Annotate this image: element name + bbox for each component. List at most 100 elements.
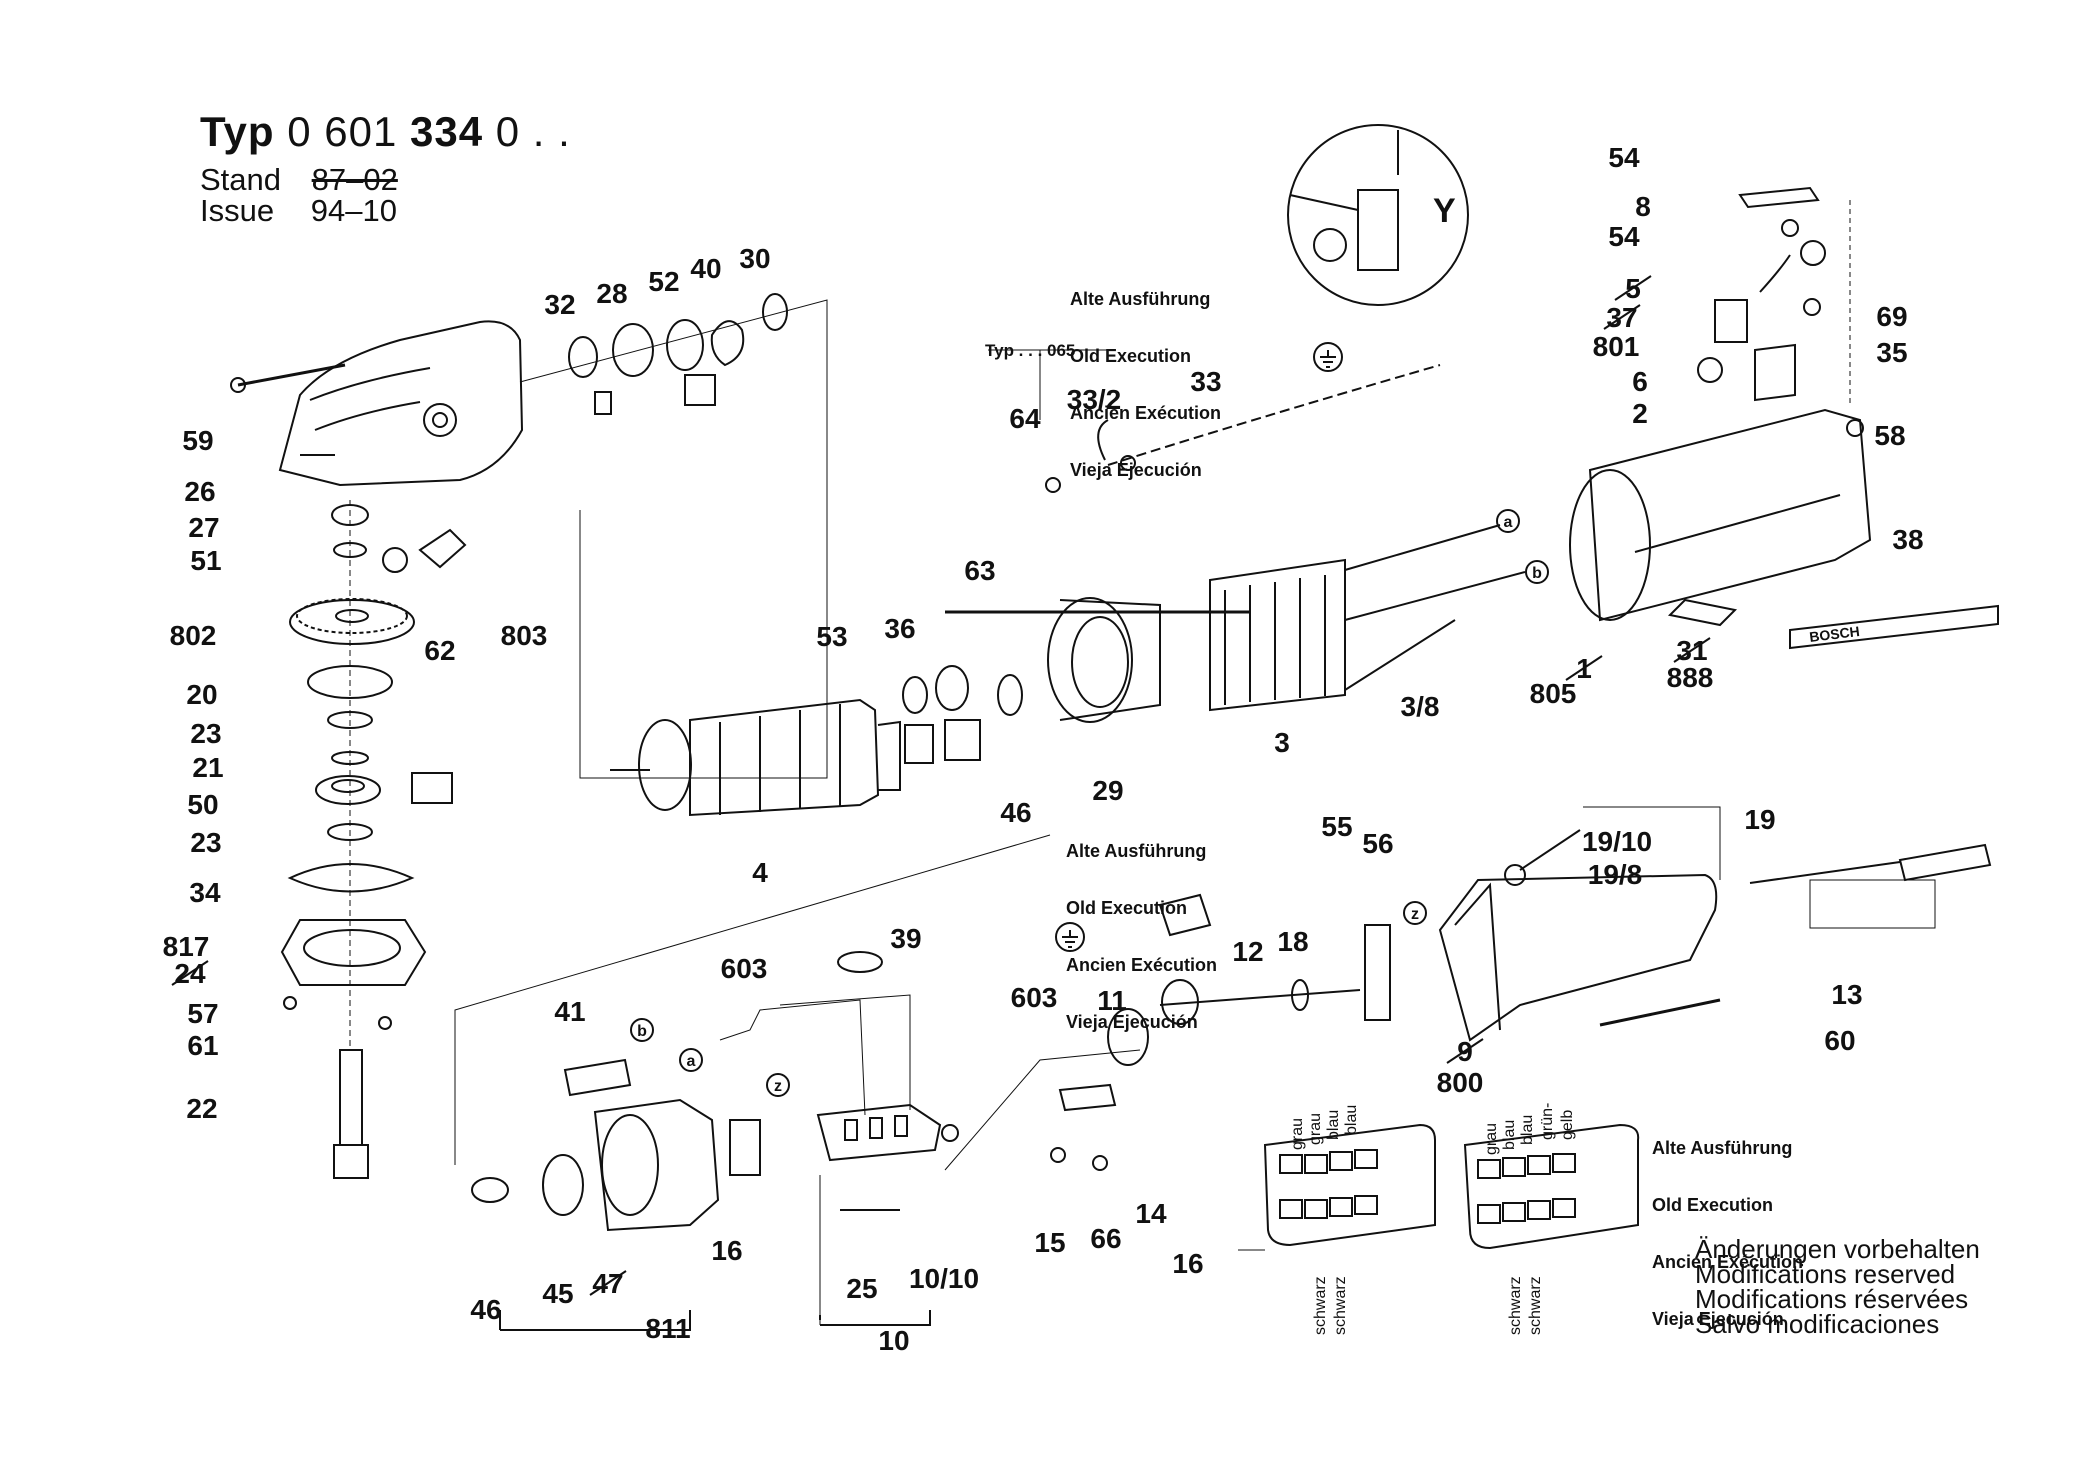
part-callout-811: 811: [645, 1313, 690, 1344]
part-callout-32: 32: [544, 289, 575, 320]
note-line: Alte Ausführung: [1066, 841, 1207, 861]
wire-label: schwarz: [1332, 1276, 1349, 1335]
part-callout-b: b: [1532, 565, 1542, 582]
part-callout-a: a: [687, 1053, 696, 1070]
gasket-34: [287, 863, 415, 893]
part-callout-64: 64: [1009, 403, 1041, 434]
part-callout-58: 58: [1874, 420, 1905, 451]
mods-line: Salvo modificaciones: [1695, 1309, 1940, 1339]
old-execution-note-top: Alte Ausführung Old Execution Ancien Exé…: [1070, 252, 1221, 518]
wire-label: grün-: [1539, 1103, 1556, 1140]
wire-label: blau: [1519, 1115, 1536, 1145]
part-callout-23: 23: [190, 827, 221, 858]
plate-41: [563, 1058, 632, 1097]
part-callout-55: 55: [1321, 811, 1352, 842]
screw-61: [378, 1016, 392, 1030]
brand-plate-text: BOSCH: [1808, 623, 1860, 645]
bearing-32: [568, 336, 598, 378]
bearing-kit-icon: [411, 772, 453, 804]
stator-housing: [593, 1098, 720, 1232]
part-callout-603: 603: [721, 953, 768, 984]
plate-31: [1667, 598, 1738, 627]
spring-5: [1759, 254, 1791, 293]
part-callout-16: 16: [711, 1235, 742, 1266]
part-callout-19-10: 19/10: [1582, 826, 1652, 857]
wire-label: grau: [1289, 1118, 1306, 1150]
part-callout-23: 23: [190, 718, 221, 749]
part-callout-33-2: 33/2: [1067, 384, 1122, 415]
ring-28: [612, 323, 654, 377]
part-callout-z: z: [1411, 906, 1419, 923]
part-callout-36: 36: [884, 613, 915, 644]
part-callout-62: 62: [424, 635, 455, 666]
nameplate-38: [1789, 604, 1999, 650]
superseded-strike: [1446, 1038, 1484, 1064]
wire-ref-marker: [766, 1073, 790, 1097]
old-execution-note-bottom: Alte Ausführung Old Execution Ancien Exé…: [1652, 1101, 1803, 1367]
part-callout-817: 817: [163, 931, 210, 962]
wire-label: schwarz: [1507, 1276, 1524, 1335]
detail-y-ref: [1800, 240, 1826, 266]
cable-33: [1107, 364, 1441, 466]
field-coil-3: [1209, 524, 1526, 712]
part-callout-66: 66: [1090, 1223, 1121, 1254]
note-line: Ancien Exécution: [1066, 955, 1218, 975]
part-callout-6: 6: [1632, 366, 1648, 397]
part-callout-10: 10: [878, 1325, 909, 1356]
wire-ref-marker: [630, 1018, 654, 1042]
note-line: Alte Ausführung: [1070, 289, 1211, 309]
note-line: Old Execution: [1652, 1195, 1774, 1215]
part-callout-57: 57: [187, 998, 218, 1029]
wire-label: grau: [1483, 1123, 1500, 1155]
type-code-suffix: 0 . .: [495, 108, 571, 155]
part-callout-b: b: [637, 1023, 647, 1040]
switch-old: [1158, 893, 1212, 937]
plate-8: [1738, 186, 1820, 209]
bearing-53: [902, 676, 928, 714]
issue-label: Issue: [200, 193, 275, 228]
wire-label: schwarz: [1527, 1276, 1544, 1335]
part-callout-16: 16: [1172, 1248, 1203, 1279]
wire-ref-marker: [1525, 560, 1549, 584]
part-callout-803: 803: [501, 620, 548, 651]
wire-label: grau: [1307, 1113, 1324, 1145]
clamp-64: [1045, 477, 1061, 493]
lug-33-2: [1120, 455, 1136, 471]
gear-head-housing: [278, 320, 524, 487]
part-callout-34: 34: [189, 877, 221, 908]
part-callout-38: 38: [1892, 524, 1923, 555]
sleeve-46: [997, 674, 1023, 716]
bearing-50: [315, 775, 381, 805]
part-callout-53: 53: [816, 621, 847, 652]
pinion-803: [418, 528, 467, 569]
part-callout-59: 59: [182, 425, 213, 456]
label-16-left: [729, 1119, 761, 1176]
kit-icon-32: [594, 391, 612, 415]
mods-line: Änderungen vorbehalten: [1695, 1234, 1980, 1264]
clamp-15: [1050, 1147, 1066, 1163]
part-callout-14: 14: [1135, 1198, 1167, 1229]
mods-line: Modifications reserved: [1695, 1259, 1956, 1289]
part-callout-13: 13: [1831, 979, 1862, 1010]
nut-62: [382, 547, 408, 573]
sleeve-36: [935, 665, 969, 711]
screw-60: [1599, 998, 1721, 1027]
part-callout-69: 69: [1876, 301, 1907, 332]
part-callout-805: 805: [1530, 678, 1577, 709]
note-line: Alte Ausführung: [1652, 1138, 1793, 1158]
wire-ref-marker: [1403, 901, 1427, 925]
grommet-11: [1107, 1008, 1149, 1066]
spindle-22: [333, 1049, 369, 1179]
type-code-main: 334: [410, 108, 484, 155]
typ-variant-label: Typ . . . 065: [985, 341, 1075, 360]
wire-label: schwarz: [1312, 1276, 1329, 1335]
part-callout-3-8: 3/8: [1401, 691, 1440, 722]
wire-ref-marker: [1496, 509, 1520, 533]
stand-row: Stand 87–02: [200, 162, 398, 198]
screw-66: [1092, 1155, 1108, 1171]
wire-color-labels: grau grau blau blau schwarz schwarz grau…: [1289, 1103, 1576, 1335]
clamp-14: [1058, 1083, 1117, 1112]
bracket-18: [1364, 924, 1391, 1021]
